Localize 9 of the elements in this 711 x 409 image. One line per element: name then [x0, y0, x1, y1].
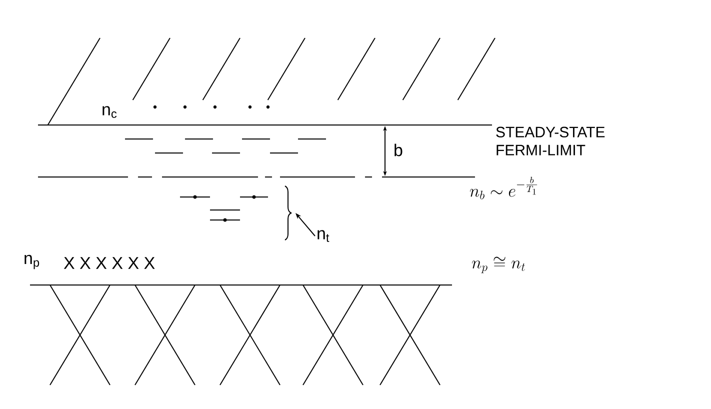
formula: $n_{p} \cong n_{t}$	[472, 256, 525, 274]
formula: $n_{b} \sim e^{-\frac{b}{T_{1}}}$	[470, 176, 538, 200]
band-label: n$_{p}$	[24, 254, 40, 270]
brace	[284, 186, 292, 240]
level-label: n$_{t}$	[318, 230, 330, 242]
dimension-label: b	[394, 144, 402, 156]
hole-marks: X X X X X X	[64, 257, 155, 269]
fermi-limit-label: STEADY-STATE FERMI-LIMIT	[496, 126, 605, 156]
band-label: n$_{c}$	[102, 106, 117, 118]
